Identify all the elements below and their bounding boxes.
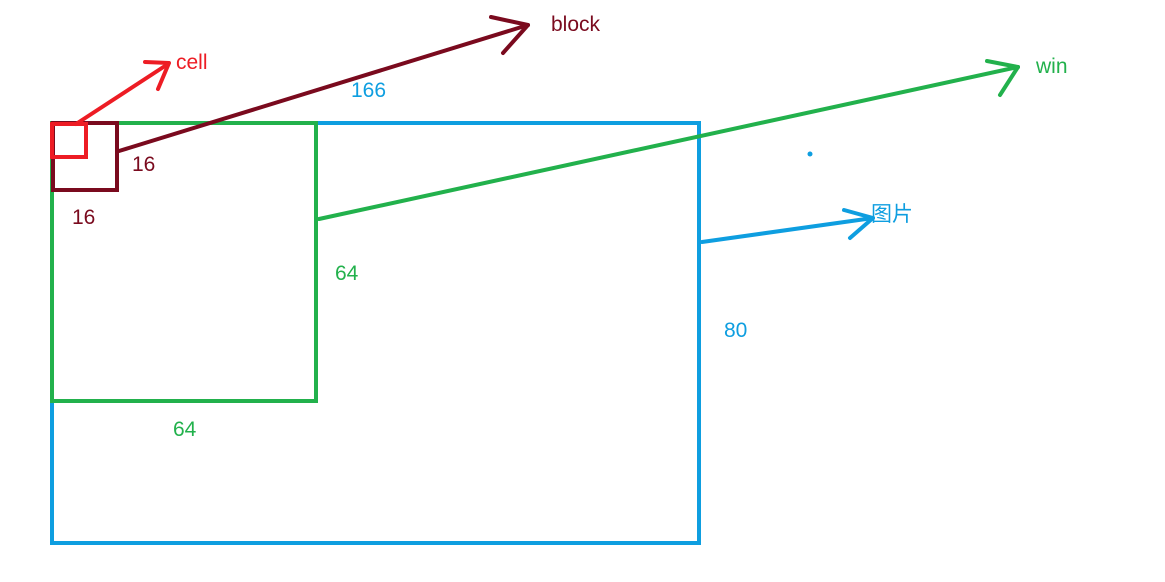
win-height-label: 64 [335, 262, 359, 285]
image-arrow [700, 208, 875, 244]
stray-dot [807, 151, 813, 157]
cell-rect [50, 122, 88, 159]
block-label: block [551, 13, 601, 36]
image-rect [50, 121, 701, 545]
image-width-label: 166 [351, 79, 387, 102]
cell-arrow [74, 60, 171, 126]
win-label: win [1036, 55, 1068, 78]
win-width-label: 64 [173, 418, 197, 441]
win-arrow [317, 59, 1020, 221]
block-height-label: 16 [72, 206, 96, 229]
cell-label: cell [176, 51, 208, 74]
block-width-label: 16 [132, 153, 156, 176]
block-arrow [117, 15, 530, 153]
image-label: 图片 [871, 203, 913, 226]
image-height-label: 80 [724, 319, 748, 342]
win-rect [50, 121, 318, 403]
